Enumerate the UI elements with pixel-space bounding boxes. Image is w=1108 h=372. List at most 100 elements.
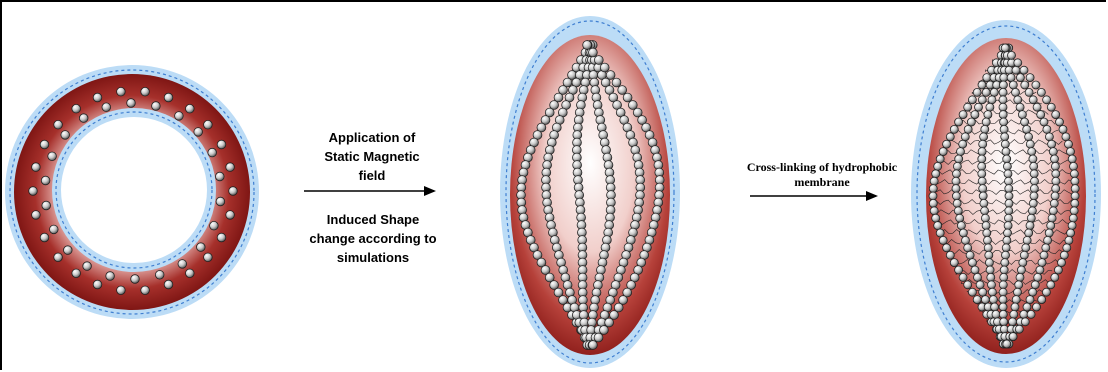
nanoparticle-bead [1017, 266, 1025, 274]
nanoparticle-bead [1008, 51, 1016, 59]
nanoparticle-bead [1022, 244, 1030, 252]
nanoparticle-bead [1026, 222, 1034, 230]
nanoparticle-bead [999, 103, 1007, 111]
nanoparticle-bead [999, 310, 1007, 318]
nanoparticle-bead [978, 170, 986, 178]
nanoparticle-bead [979, 288, 987, 296]
nanoparticle-bead [999, 303, 1007, 311]
nanoparticle-bead [50, 225, 59, 234]
nanoparticle-bead [929, 199, 937, 207]
nanoparticle-bead [1000, 74, 1008, 82]
nanoparticle-bead [229, 187, 238, 196]
nanoparticle-bead [985, 259, 993, 267]
nanoparticle-bead [957, 148, 965, 156]
nanoparticle-bead [1052, 111, 1060, 119]
nanoparticle-bead [1034, 273, 1042, 281]
nanoparticle-bead [1003, 162, 1011, 170]
nanoparticle-bead [178, 260, 187, 269]
nanoparticle-bead [964, 103, 972, 111]
nanoparticle-bead [1036, 266, 1044, 274]
nanoparticle-bead [1015, 325, 1023, 333]
nanoparticle-bead [952, 192, 960, 200]
nanoparticle-bead [1004, 229, 1012, 237]
nanoparticle-bead [968, 288, 976, 296]
nanoparticle-bead [40, 233, 49, 242]
nanoparticle-bead [953, 170, 961, 178]
nanoparticle-bead [117, 286, 126, 295]
nanoparticle-bead [606, 71, 615, 80]
nanoparticle-bead [999, 88, 1007, 96]
nanoparticle-bead [1031, 281, 1039, 289]
nanoparticle-bead [1002, 251, 1010, 259]
nanoparticle-bead [981, 296, 989, 304]
nanoparticle-bead [605, 318, 614, 327]
nanoparticle-bead [976, 281, 984, 289]
nanoparticle-bead [984, 236, 992, 244]
nanoparticle-bead [41, 176, 50, 185]
nanoparticle-bead [1025, 88, 1033, 96]
nanoparticle-bead [961, 133, 969, 141]
nanoparticle-bead [1054, 266, 1062, 274]
nanoparticle-bead [127, 99, 136, 108]
nanoparticle-bead [1009, 333, 1017, 341]
nanoparticle-bead [1067, 148, 1075, 156]
nanoparticle-bead [989, 296, 997, 304]
nanoparticle-bead [1062, 133, 1070, 141]
label-line: membrane [732, 175, 912, 190]
nanoparticle-bead [93, 93, 102, 102]
nanoparticle-bead [1009, 81, 1017, 89]
nanoparticle-bead [987, 273, 995, 281]
nanoparticle-bead [1020, 310, 1028, 318]
nanoparticle-bead [986, 103, 994, 111]
nanoparticle-bead [1005, 177, 1013, 185]
nanoparticle-bead [217, 233, 226, 242]
nanoparticle-bead [950, 125, 958, 133]
nanoparticle-bead [1000, 318, 1008, 326]
nanoparticle-bead [1065, 236, 1073, 244]
nanoparticle-bead [964, 281, 972, 289]
nanoparticle-bead [981, 207, 989, 215]
nanoparticle-bead [618, 86, 627, 95]
nanoparticle-bead [226, 211, 235, 220]
nanoparticle-bead [1068, 155, 1076, 163]
nanoparticle-bead [978, 148, 986, 156]
nanoparticle-bead [932, 170, 940, 178]
nanoparticle-bead [1027, 214, 1035, 222]
nanoparticle-bead [983, 229, 991, 237]
nanoparticle-bead [934, 162, 942, 170]
nanoparticle-bead [984, 111, 992, 119]
nanoparticle-bead [1011, 303, 1019, 311]
nanoparticle-bead [1049, 207, 1057, 215]
nanoparticle-bead [1056, 118, 1064, 126]
nanoparticle-bead [1029, 199, 1037, 207]
nanoparticle-bead [210, 221, 219, 230]
nanoparticle-bead [939, 148, 947, 156]
nanoparticle-bead [32, 211, 41, 220]
nanoparticle-bead [999, 96, 1007, 104]
nanoparticle-bead [141, 87, 150, 96]
label-line: change according to [298, 229, 448, 248]
nanoparticle-bead [929, 192, 937, 200]
nanoparticle-bead [955, 266, 963, 274]
nanoparticle-bead [217, 140, 226, 149]
nanoparticle-bead [1005, 192, 1013, 200]
nanoparticle-bead [932, 214, 940, 222]
nanoparticle-bead [943, 244, 951, 252]
nanoparticle-bead [1029, 155, 1037, 163]
nanoparticle-bead [72, 104, 81, 113]
nanoparticle-bead [984, 244, 992, 252]
nanoparticle-bead [929, 185, 937, 193]
nanoparticle-bead [1009, 318, 1017, 326]
nanoparticle-bead [589, 48, 598, 57]
nanoparticle-bead [999, 281, 1007, 289]
nanoparticle-bead [959, 140, 967, 148]
nanoparticle-bead [1052, 177, 1060, 185]
nanoparticle-bead [1004, 170, 1012, 178]
nanoparticle-bead [106, 272, 115, 281]
nanoparticle-bead [1005, 185, 1013, 193]
nanoparticle-bead [1029, 96, 1037, 104]
nanoparticle-bead [194, 128, 203, 137]
nanoparticle-bead [1020, 251, 1028, 259]
nanoparticle-bead [957, 222, 965, 230]
